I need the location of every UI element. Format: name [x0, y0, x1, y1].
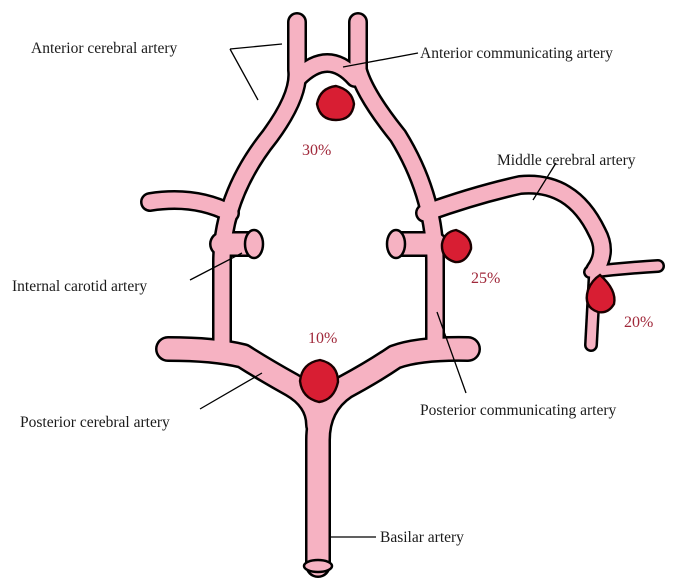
label-posterior-communicating-artery: Posterior communicating artery [420, 402, 617, 419]
internal-carotid-left-cut-end [245, 230, 263, 258]
label-internal-carotid-artery: Internal carotid artery [12, 278, 147, 295]
percent-posterior-communicating: 25% [471, 270, 500, 287]
internal-carotid-right-cut-end [387, 230, 405, 258]
aneurysm-basilar-tip [300, 360, 338, 402]
percent-basilar-tip: 10% [308, 330, 337, 347]
aneurysm-posterior-communicating [442, 230, 471, 262]
artery-fill-layer [150, 22, 658, 565]
percent-middle-cerebral: 20% [624, 314, 653, 331]
label-basilar-artery: Basilar artery [380, 529, 464, 546]
percent-anterior-communicating: 30% [302, 142, 331, 159]
label-middle-cerebral-artery: Middle cerebral artery [497, 152, 636, 169]
label-anterior-communicating-artery: Anterior communicating artery [420, 45, 613, 62]
label-posterior-cerebral-artery: Posterior cerebral artery [20, 414, 170, 431]
basilar-cut-end [304, 560, 332, 572]
label-anterior-cerebral-artery: Anterior cerebral artery [31, 40, 178, 57]
aneurysm-anterior-communicating [317, 86, 354, 120]
